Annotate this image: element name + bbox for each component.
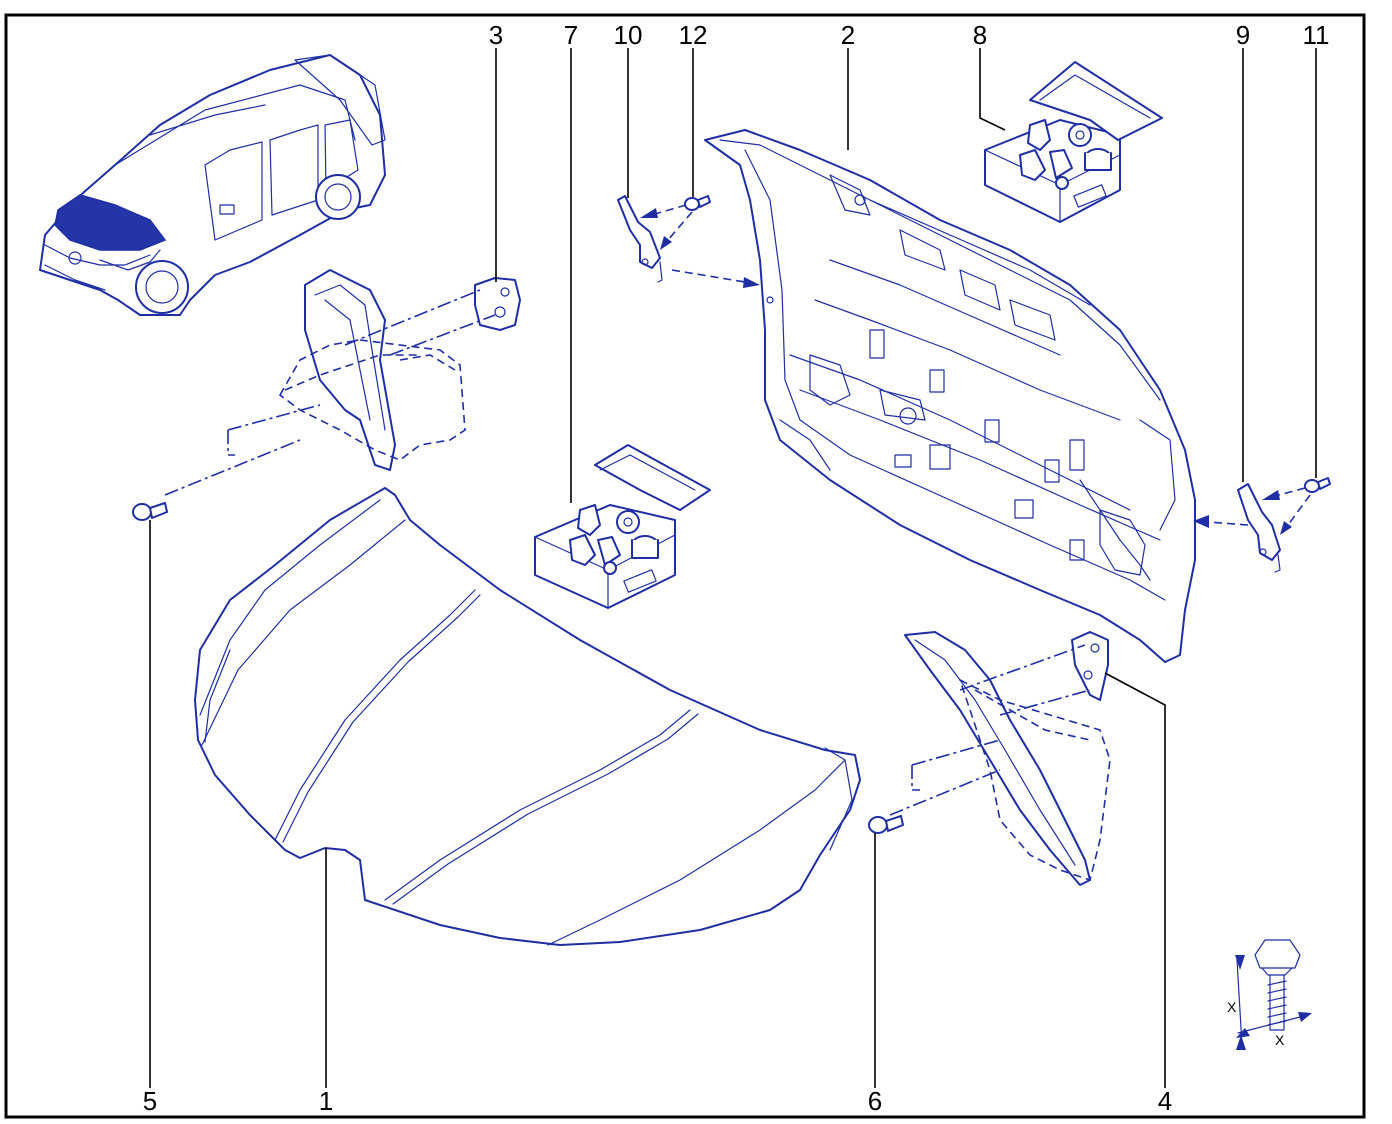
leader-lines	[149, 48, 1317, 1088]
bolt-11	[1304, 477, 1331, 493]
bolt-icon	[868, 815, 904, 834]
hinge-right	[889, 631, 1111, 886]
diagram-frame	[4, 13, 1366, 1119]
bracket-10	[617, 195, 663, 283]
car-hood-highlight	[54, 194, 167, 251]
arrows-10-12	[640, 204, 760, 288]
dimension-x-horizontal: X	[1275, 1032, 1285, 1048]
callout-numbers: 3 7 10 12 2 8 9 11 5 1 6 4	[143, 20, 1330, 1116]
car-icon	[39, 54, 386, 316]
hinge-left	[164, 269, 521, 496]
callout-7: 7	[564, 20, 578, 50]
callout-9: 9	[1236, 20, 1250, 50]
callout-10: 10	[614, 20, 643, 50]
hood-panel	[194, 487, 861, 946]
callout-1: 1	[319, 1086, 333, 1116]
fastener-box-icon	[534, 444, 711, 609]
bolt-12	[684, 195, 711, 211]
callout-4: 4	[1158, 1086, 1172, 1116]
callout-2: 2	[841, 20, 855, 50]
bracket-9	[1237, 483, 1281, 573]
callout-12: 12	[679, 20, 708, 50]
fastener-box-icon	[984, 61, 1163, 223]
dimension-x-vertical: X	[1227, 999, 1237, 1015]
bolt-dimension-symbol: X X	[1227, 939, 1312, 1050]
callout-6: 6	[868, 1086, 882, 1116]
arrows-9-11	[1193, 487, 1311, 535]
callout-3: 3	[489, 20, 503, 50]
bolt-icon	[132, 502, 168, 521]
callout-8: 8	[973, 20, 987, 50]
callout-11: 11	[1303, 20, 1330, 50]
callout-5: 5	[143, 1086, 157, 1116]
tailgate-panel	[704, 129, 1196, 663]
